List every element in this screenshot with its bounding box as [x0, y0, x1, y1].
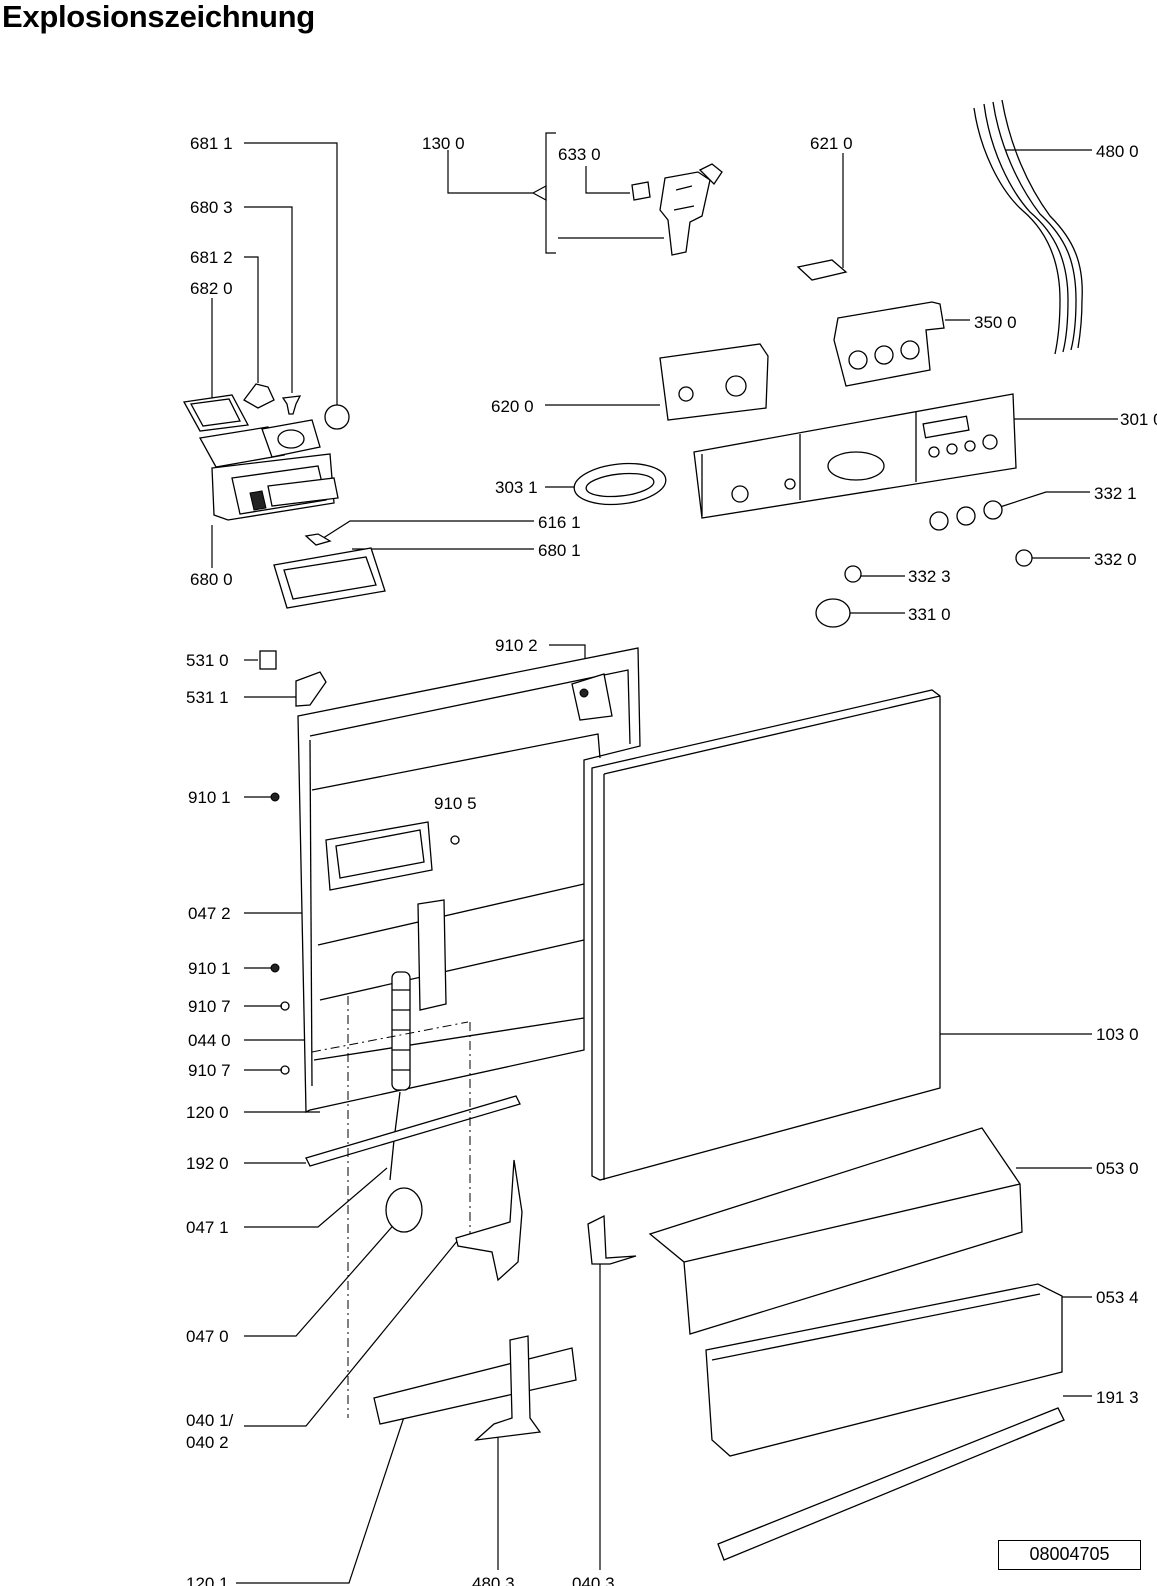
kick-plate-053-4	[705, 1283, 1063, 1457]
part-621-0	[796, 259, 848, 281]
leader-lines	[211, 132, 1118, 1584]
callout-047-2: 047 2	[188, 904, 231, 923]
callout-332-1: 332 1	[1094, 484, 1137, 503]
callout-332-0: 332 0	[1094, 550, 1137, 569]
callout-350-0: 350 0	[974, 313, 1017, 332]
screws	[270, 792, 460, 1075]
callout-331-0: 331 0	[908, 605, 951, 624]
callout-labels: 681 1 680 3 681 2 682 0 130 0 633 0 621 …	[186, 134, 1157, 1586]
callout-301-0: 301 0	[1120, 410, 1157, 429]
part-480-3	[474, 1335, 542, 1441]
callout-616-1: 616 1	[538, 513, 581, 532]
door-spring	[385, 971, 423, 1233]
control-board-620	[659, 343, 769, 421]
callout-682-0: 682 0	[190, 279, 233, 298]
callout-192-0: 192 0	[186, 1154, 229, 1173]
callout-910-1-b: 910 1	[188, 959, 231, 978]
callout-910-1: 910 1	[188, 788, 231, 807]
callout-680-3: 680 3	[190, 198, 233, 217]
callout-303-1: 303 1	[495, 478, 538, 497]
callout-680-0: 680 0	[190, 570, 233, 589]
part-531-1	[295, 671, 327, 707]
control-panel	[693, 393, 1017, 519]
callout-480-0: 480 0	[1096, 142, 1139, 161]
callout-620-0: 620 0	[491, 397, 534, 416]
callout-040-1: 040 1/	[186, 1411, 234, 1430]
callout-332-3: 332 3	[908, 567, 951, 586]
callout-910-7-b: 910 7	[188, 1061, 231, 1080]
part-192-0	[305, 1095, 521, 1167]
callout-047-1: 047 1	[186, 1218, 229, 1237]
outer-door-panel	[591, 689, 941, 1181]
part-120-1	[373, 1347, 577, 1425]
control-board-350	[833, 301, 945, 387]
callout-681-1: 681 1	[190, 134, 233, 153]
alignment-lines	[311, 996, 471, 1418]
callout-680-1: 680 1	[538, 541, 581, 560]
callout-120-1: 120 1	[186, 1574, 229, 1586]
callout-531-0: 531 0	[186, 651, 229, 670]
callout-910-2: 910 2	[495, 636, 538, 655]
callout-047-0: 047 0	[186, 1327, 229, 1346]
part-040-3	[587, 1214, 637, 1265]
callout-053-4: 053 4	[1096, 1288, 1139, 1307]
callout-621-0: 621 0	[810, 134, 853, 153]
drawing-number-box: 08004705	[998, 1540, 1141, 1570]
callout-681-2: 681 2	[190, 248, 233, 267]
page-title: Explosionszeichnung	[2, 0, 315, 34]
dispenser-assembly	[182, 383, 386, 609]
callout-910-7: 910 7	[188, 997, 231, 1016]
callout-633-0: 633 0	[558, 145, 601, 164]
cable-harness	[973, 99, 1083, 355]
part-191-3	[717, 1407, 1065, 1561]
callout-040-2: 040 2	[186, 1433, 229, 1452]
hinge-bracket	[455, 1159, 523, 1282]
callout-103-0: 103 0	[1096, 1025, 1139, 1044]
callout-044-0: 044 0	[188, 1031, 231, 1050]
callout-040-3: 040 3	[572, 1574, 615, 1586]
callout-191-3: 191 3	[1096, 1388, 1139, 1407]
callout-531-1: 531 1	[186, 688, 229, 707]
display-cover	[573, 462, 667, 506]
door-latch	[631, 163, 723, 256]
callout-910-5: 910 5	[434, 794, 477, 813]
callout-053-0: 053 0	[1096, 1159, 1139, 1178]
callout-480-3: 480 3	[472, 1574, 515, 1586]
callout-130-0: 130 0	[422, 134, 465, 153]
callout-120-0: 120 0	[186, 1103, 229, 1122]
kick-plate-053-0	[648, 1127, 1023, 1335]
part-531-0	[259, 650, 277, 670]
knob-set	[815, 500, 1033, 628]
inner-door-frame	[297, 647, 641, 1114]
